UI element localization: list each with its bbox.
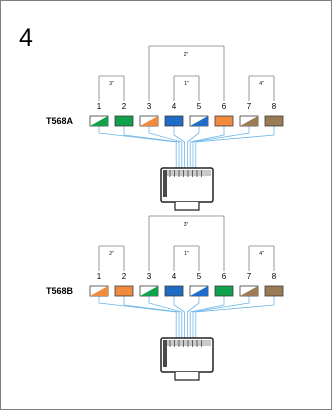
pin-color-box-6	[214, 115, 234, 127]
wire-path-7	[192, 296, 250, 338]
rj45-plug-contact-area	[167, 170, 211, 176]
wire-path-3	[148, 126, 183, 168]
wire-path-3	[148, 296, 183, 338]
pin-number-7: 7	[247, 272, 252, 281]
pair-label-middle: 1"	[184, 251, 189, 257]
pin-color-box-4	[164, 285, 184, 297]
wire-path-1	[98, 126, 177, 168]
pin-number-7: 7	[247, 102, 252, 111]
wire-path-8	[195, 126, 275, 168]
rj45-clip	[174, 202, 200, 211]
pair-label-center: 2"	[184, 52, 189, 58]
rj45-plug-contact-area	[167, 340, 211, 346]
rj45-plug-side-shade	[163, 340, 167, 367]
wire-path-4	[173, 296, 185, 338]
wire-path-2	[123, 296, 180, 338]
standard-label: T568A	[46, 116, 74, 126]
pin-number-4: 4	[172, 102, 177, 111]
pair-label-left: 2"	[109, 251, 114, 257]
pin-number-5: 5	[197, 272, 202, 281]
pair-label-right: 4"	[259, 251, 264, 257]
pin-stripe-3	[140, 116, 158, 126]
pin-color-box-6	[214, 285, 234, 297]
pin-color-box-2	[114, 115, 134, 127]
standard-label: T568B	[46, 286, 74, 296]
wire-path-6	[189, 126, 225, 168]
pair-label-left: 3"	[109, 81, 114, 87]
pin-color-box-8	[264, 115, 284, 127]
pin-color-box-8	[264, 285, 284, 297]
wire-path-4	[173, 126, 185, 168]
pin-stripe-1	[90, 286, 108, 296]
pin-stripe-5	[190, 286, 208, 296]
pin-number-4: 4	[172, 272, 177, 281]
pin-number-6: 6	[222, 272, 227, 281]
t568a-diagram: 2" 3" 1" 4" T568A 1 2 3 4 5 6 7 8	[46, 45, 284, 211]
pin-number-8: 8	[272, 272, 277, 281]
wire-path-8	[195, 296, 275, 338]
wire-path-5	[187, 296, 200, 338]
wire-path-2	[123, 126, 180, 168]
wire-path-7	[192, 126, 250, 168]
rj45-plug-side-shade	[163, 170, 167, 197]
pin-number-5: 5	[197, 102, 202, 111]
wire-path-6	[189, 296, 225, 338]
step-number: 4	[19, 24, 33, 52]
t568b-diagram: 3" 2" 1" 4" T568B 1 2 3 4 5 6 7 8	[46, 215, 284, 381]
pin-number-3: 3	[147, 272, 152, 281]
rj45-clip	[174, 372, 200, 381]
pin-stripe-5	[190, 116, 208, 126]
pin-number-1: 1	[97, 102, 102, 111]
wire-path-1	[98, 296, 177, 338]
pair-label-right: 4"	[259, 81, 264, 87]
pin-number-2: 2	[122, 272, 127, 281]
pin-stripe-1	[90, 116, 108, 126]
pin-stripe-7	[240, 286, 258, 296]
wire-path-5	[187, 126, 200, 168]
pin-color-box-4	[164, 115, 184, 127]
pair-label-center: 3"	[184, 222, 189, 228]
pin-stripe-3	[140, 286, 158, 296]
pin-number-6: 6	[222, 102, 227, 111]
pin-number-2: 2	[122, 102, 127, 111]
pin-number-1: 1	[97, 272, 102, 281]
pair-label-middle: 1"	[184, 81, 189, 87]
pin-color-box-2	[114, 285, 134, 297]
pin-number-8: 8	[272, 102, 277, 111]
pin-stripe-7	[240, 116, 258, 126]
pin-number-3: 3	[147, 102, 152, 111]
